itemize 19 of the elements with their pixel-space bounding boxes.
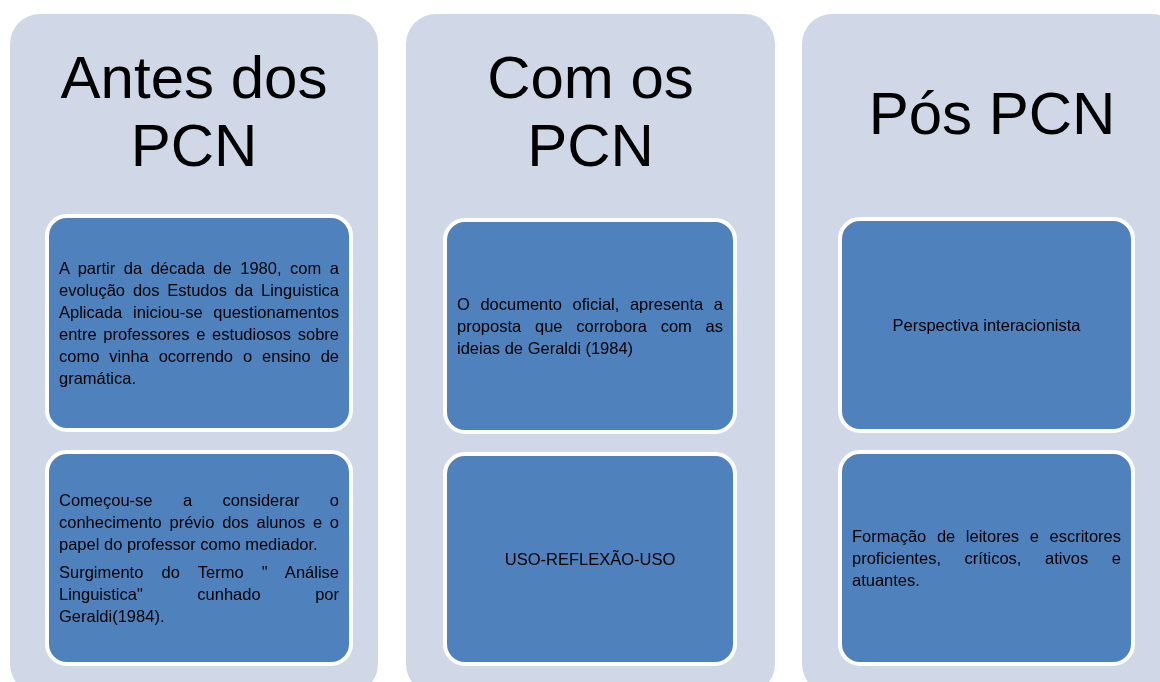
column-heading: Com os PCN	[486, 44, 695, 180]
box-text: Perspectiva interacionista	[891, 315, 1082, 336]
column-heading: Antes dos PCN	[59, 44, 329, 180]
box-text: USO-REFLEXÃO-USO	[503, 549, 677, 570]
box-text: Surgimento do Termo " Análise Linguistica" cunhado por Geraldi(1984).	[59, 562, 339, 627]
text-box	[838, 217, 1135, 433]
box-text: A partir da década de 1980, com a evolução dos Estudos da Linguistica Aplicada iniciou-se questionamentos entre professores e estudiosos sobre como vinha ocorrendo o ensino de gramática.	[59, 258, 339, 389]
column-heading: Pós PCN	[867, 80, 1117, 148]
column-panel	[10, 14, 378, 682]
column-panel	[802, 14, 1160, 682]
box-text: O documento oficial, apresenta a proposta que corrobora com as ideias de Geraldi (1984)	[457, 294, 723, 359]
text-box	[45, 450, 353, 666]
text-box	[443, 452, 737, 666]
box-text: Começou-se a considerar o conhecimento prévio dos alunos e o papel do professor como mediador.	[59, 490, 339, 555]
column-panel	[406, 14, 775, 682]
text-box	[838, 450, 1135, 666]
box-text: Formação de leitores e escritores proficientes, críticos, ativos e atuantes.	[852, 526, 1121, 591]
text-box	[443, 218, 737, 434]
text-box	[45, 214, 353, 432]
